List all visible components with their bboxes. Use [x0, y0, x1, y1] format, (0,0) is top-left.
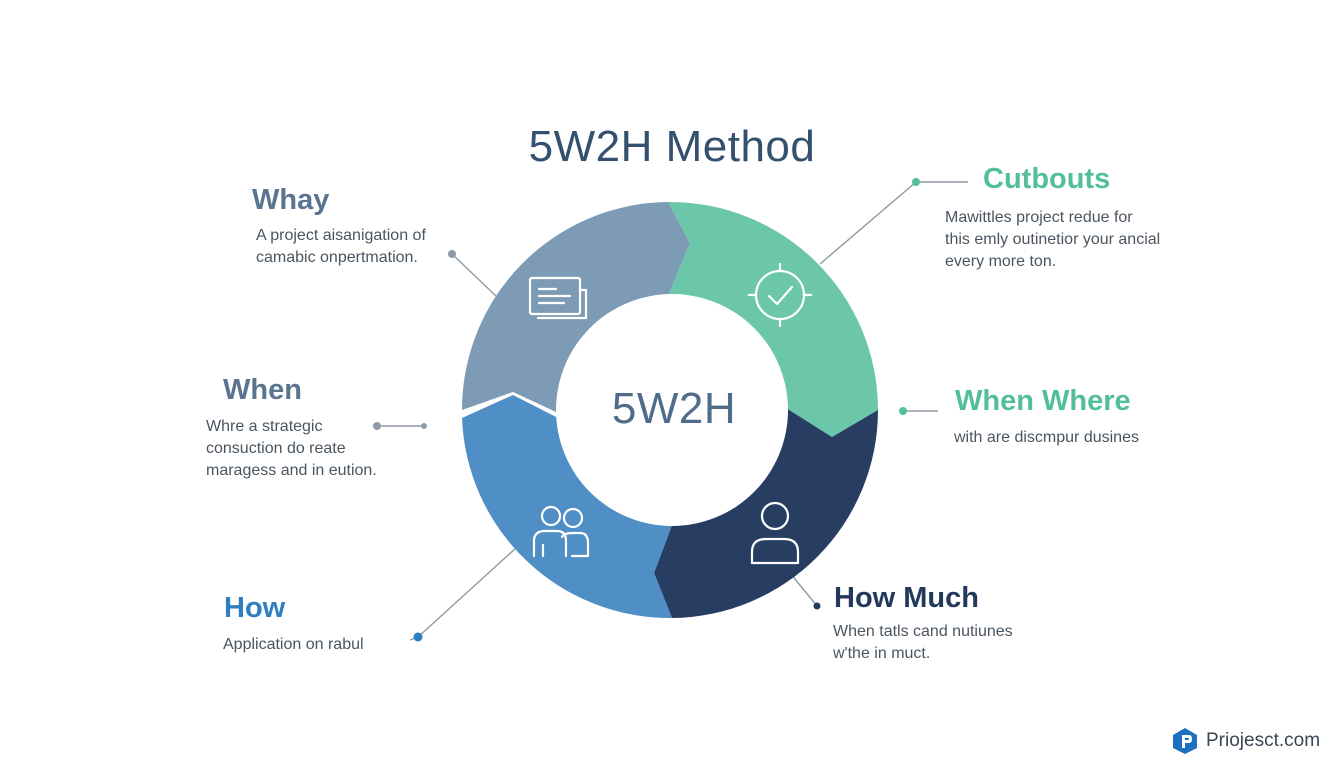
- dot-when-where: [899, 407, 907, 415]
- ring: [462, 201, 878, 619]
- desc-line: camabic onpertmation.: [256, 249, 418, 266]
- item-desc-why: A project aisanigation of camabic onpert…: [256, 225, 426, 269]
- item-title-cutbouts: Cutbouts: [983, 163, 1111, 195]
- desc-line: Application on rabul: [223, 636, 364, 653]
- team-icon: [532, 505, 590, 558]
- segment-top-right: [668, 201, 878, 437]
- dot-how-much: [813, 602, 821, 610]
- item-desc-cutbouts: Mawittles project redue for this emly ou…: [945, 207, 1160, 273]
- item-title-when: When: [223, 374, 302, 406]
- brand-name: Priojesct.com: [1206, 730, 1321, 751]
- brand-logo-icon: [1173, 728, 1197, 754]
- ring-center: [556, 294, 788, 526]
- clock-check-icon: [747, 262, 813, 328]
- brand-watermark: Priojesct.com: [1172, 726, 1320, 756]
- item-desc-how: Application on rabul: [223, 634, 364, 656]
- desc-line: Whre a strategic: [206, 418, 323, 435]
- item-desc-how-much: When tatls cand nutiunes w'the in muct.: [833, 621, 1013, 665]
- desc-line: consuction do reate: [206, 440, 346, 457]
- document-icon: [528, 276, 588, 320]
- desc-line: When tatls cand nutiunes: [833, 623, 1013, 640]
- dot-how: [413, 632, 423, 642]
- desc-line: maragess and in eution.: [206, 462, 377, 479]
- center-label: 5W2H: [611, 384, 737, 433]
- connector-lines: [377, 181, 968, 641]
- dot-cutbouts: [912, 178, 920, 186]
- desc-line: with are discmpur dusines: [954, 429, 1139, 446]
- dot-when-b: [421, 423, 427, 429]
- person-icon: [750, 501, 800, 565]
- item-title-why: Whay: [252, 184, 330, 216]
- desc-line: every more ton.: [945, 253, 1057, 270]
- connector-dots: [373, 178, 920, 642]
- item-desc-when-where: with are discmpur dusines: [954, 427, 1139, 449]
- segment-bottom-left: [462, 395, 672, 619]
- item-desc-when: Whre a strategic consuction do reate mar…: [206, 416, 377, 482]
- segment-bottom-right: [654, 408, 878, 618]
- segment-top-left: [462, 202, 690, 412]
- connector-how: [417, 547, 517, 638]
- connector-why: [451, 253, 497, 297]
- dot-when-a: [373, 422, 381, 430]
- desc-line: A project aisanigation of: [256, 227, 426, 244]
- item-title-when-where: When Where: [955, 385, 1131, 417]
- connector-how-much: [789, 572, 818, 607]
- desc-line: this emly outinetior your ancial: [945, 231, 1161, 248]
- item-title-how: How: [224, 592, 286, 624]
- desc-line: w'the in muct.: [833, 645, 931, 662]
- item-title-how-much: How Much: [834, 582, 979, 614]
- desc-line: Mawittles project redue for: [945, 209, 1133, 226]
- page-title: 5W2H Method: [528, 122, 816, 171]
- dot-why: [448, 250, 456, 258]
- connector-cutbouts: [819, 181, 917, 265]
